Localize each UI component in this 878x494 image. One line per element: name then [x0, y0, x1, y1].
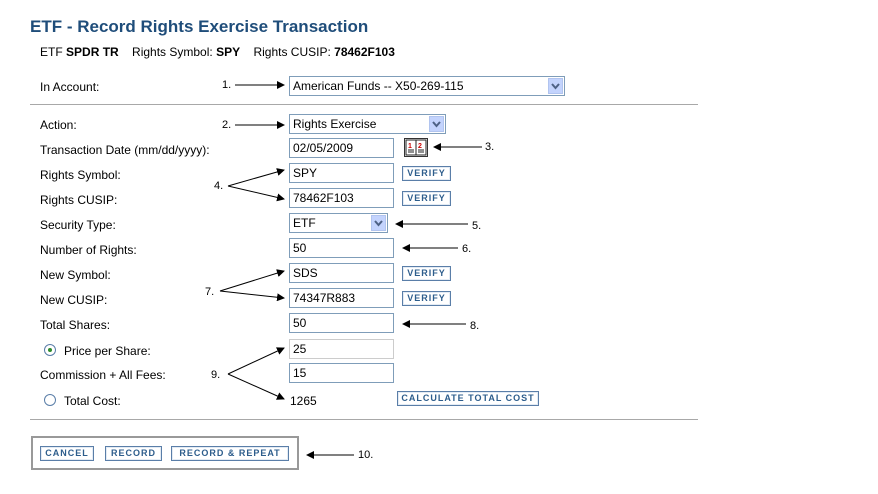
svg-text:2: 2	[418, 143, 422, 150]
commission-label: Commission + All Fees:	[40, 368, 166, 382]
total-cost-value: 1265	[290, 394, 317, 408]
new-symbol-label: New Symbol:	[40, 268, 111, 282]
callout-7: 7.	[205, 286, 215, 298]
account-select[interactable]: American Funds -- X50-269-115	[289, 76, 565, 96]
price-per-share-input[interactable]: 25	[289, 339, 394, 359]
date-input[interactable]: 02/05/2009	[289, 138, 394, 158]
security-type-label: Security Type:	[40, 218, 116, 232]
num-rights-input[interactable]: 50	[289, 238, 394, 258]
separator	[30, 419, 698, 420]
verify-new-symbol-button[interactable]: VERIFY	[402, 266, 451, 281]
callout-3: 3.	[485, 141, 495, 153]
callout-10: 10.	[358, 449, 374, 461]
svg-text:1: 1	[408, 143, 412, 150]
action-select[interactable]: Rights Exercise	[289, 114, 446, 134]
rights-cusip-value: 78462F103	[334, 45, 395, 59]
radio-selected-dot	[48, 348, 52, 352]
calculate-total-cost-button[interactable]: CALCULATE TOTAL COST	[397, 391, 539, 406]
date-label: Transaction Date (mm/dd/yyyy):	[40, 143, 210, 157]
security-type-value: ETF	[293, 216, 316, 230]
callout-4: 4.	[214, 180, 224, 192]
callout-8: 8.	[470, 320, 480, 332]
price-per-share-radio[interactable]	[44, 344, 56, 356]
etf-name: SPDR TR	[66, 45, 119, 59]
verify-rights-symbol-button[interactable]: VERIFY	[402, 166, 451, 181]
total-cost-radio[interactable]	[44, 394, 56, 406]
verify-rights-cusip-button[interactable]: VERIFY	[402, 191, 451, 206]
rights-symbol-input[interactable]: SPY	[289, 163, 394, 183]
price-per-share-label: Price per Share:	[64, 344, 151, 358]
total-shares-label: Total Shares:	[40, 318, 111, 332]
new-cusip-label: New CUSIP:	[40, 293, 108, 307]
commission-input[interactable]: 15	[289, 363, 394, 383]
chevron-down-icon[interactable]	[548, 78, 563, 94]
verify-new-cusip-button[interactable]: VERIFY	[402, 291, 451, 306]
callout-1: 1.	[222, 79, 232, 91]
calendar-icon[interactable]: 1 2	[404, 138, 428, 157]
total-shares-input[interactable]: 50	[289, 313, 394, 333]
rights-cusip-label: Rights CUSIP:	[253, 45, 331, 59]
callout-5: 5.	[472, 220, 482, 232]
action-button-group	[31, 436, 299, 470]
chevron-down-icon[interactable]	[371, 215, 386, 231]
new-cusip-input[interactable]: 74347R883	[289, 288, 394, 308]
cancel-button[interactable]: CANCEL	[40, 446, 94, 461]
record-button[interactable]: RECORD	[105, 446, 162, 461]
security-type-select[interactable]: ETF	[289, 213, 388, 233]
action-label: Action:	[40, 118, 77, 132]
action-value: Rights Exercise	[293, 117, 377, 131]
rights-symbol-label: Rights Symbol:	[132, 45, 213, 59]
account-label: In Account:	[40, 80, 100, 94]
new-symbol-input[interactable]: SDS	[289, 263, 394, 283]
page-title: ETF - Record Rights Exercise Transaction	[30, 17, 369, 36]
num-rights-label: Number of Rights:	[40, 243, 137, 257]
total-cost-label: Total Cost:	[64, 394, 121, 408]
chevron-down-icon[interactable]	[429, 116, 444, 132]
rights-symbol-value: SPY	[216, 45, 241, 59]
callout-6: 6.	[462, 243, 472, 255]
subheader: ETF SPDR TR Rights Symbol: SPY Rights CU…	[40, 45, 395, 59]
separator	[30, 104, 698, 105]
rights-cusip-field-label: Rights CUSIP:	[40, 193, 118, 207]
etf-prefix: ETF	[40, 45, 63, 59]
rights-cusip-input[interactable]: 78462F103	[289, 188, 394, 208]
rights-symbol-field-label: Rights Symbol:	[40, 168, 121, 182]
callout-9: 9.	[211, 369, 221, 381]
record-repeat-button[interactable]: RECORD & REPEAT	[171, 446, 289, 461]
callout-2: 2.	[222, 119, 232, 131]
account-value: American Funds -- X50-269-115	[293, 79, 464, 93]
